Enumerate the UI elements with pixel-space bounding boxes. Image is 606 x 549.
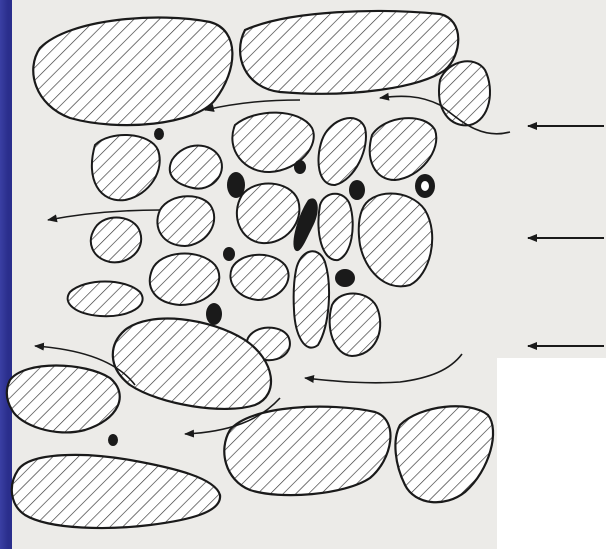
soil-particle	[150, 254, 219, 305]
pore	[335, 269, 355, 287]
soil-particle	[230, 255, 288, 300]
soil-particle	[370, 118, 437, 180]
flow-line	[205, 100, 300, 110]
pore-core	[421, 181, 429, 191]
soil-particle	[91, 217, 141, 262]
soil-particle	[318, 118, 365, 185]
soil-particle	[240, 11, 458, 94]
soil-particle	[12, 455, 220, 528]
pore	[349, 180, 365, 200]
pore	[154, 128, 164, 140]
soil-particle	[318, 194, 352, 260]
soil-particle	[439, 61, 490, 125]
pore	[294, 160, 306, 174]
soil-particle	[395, 406, 493, 502]
soil-particle	[330, 294, 381, 356]
flow-line	[305, 354, 462, 383]
soil-particle	[113, 319, 271, 409]
pore	[223, 247, 235, 261]
soil-particle	[157, 196, 214, 246]
flow-line	[48, 210, 160, 220]
pore	[108, 434, 118, 446]
soil-particle	[33, 18, 232, 126]
soil-particle	[237, 184, 300, 244]
pore	[227, 172, 245, 198]
soil-particle	[7, 366, 120, 433]
soil-particle	[92, 135, 160, 200]
soil-particle	[68, 282, 143, 317]
soil-particle	[170, 146, 222, 189]
soil-particle	[359, 194, 433, 287]
pore	[206, 303, 222, 325]
soil-particle	[294, 251, 329, 347]
